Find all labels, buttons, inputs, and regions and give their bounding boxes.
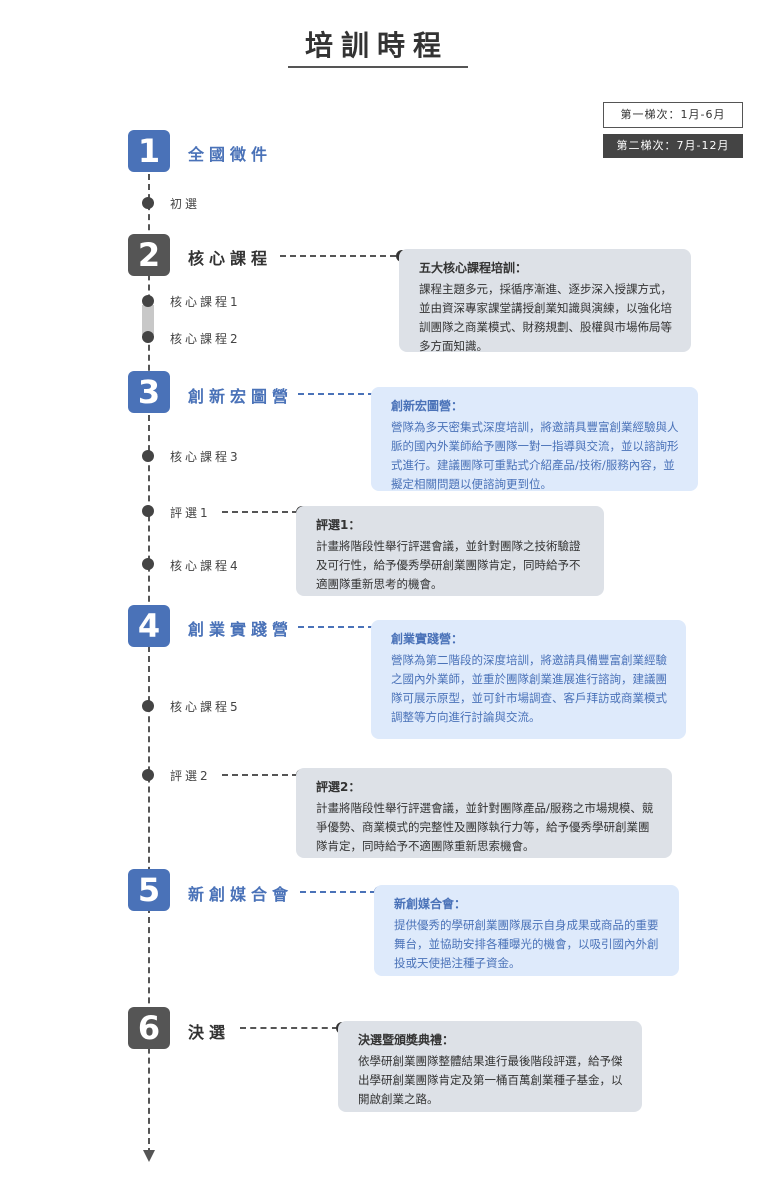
timeline-dot bbox=[142, 700, 154, 712]
timeline-line bbox=[148, 174, 150, 1154]
stage-2-title: 核心課程 bbox=[188, 249, 273, 268]
box-title: 創業實踐營： bbox=[391, 632, 464, 646]
substep-course-4: 核心課程4 bbox=[170, 559, 241, 573]
box-title: 評選2： bbox=[316, 780, 361, 794]
timeline-dot bbox=[142, 197, 154, 209]
box-title: 決選暨頒獎典禮： bbox=[358, 1033, 455, 1047]
timeline-highlight-segment bbox=[142, 305, 154, 335]
connector-line bbox=[300, 891, 376, 893]
substep-course-3: 核心課程3 bbox=[170, 450, 241, 464]
stage-5-title: 新創媒合會 bbox=[188, 885, 294, 904]
stage-4-title: 創業實踐營 bbox=[188, 620, 294, 639]
box-body: 提供優秀的學研創業團隊展示自身成果或商品的重要舞台，並協助安排各種曝光的機會，以… bbox=[394, 918, 659, 970]
stage-1-title: 全國徵件 bbox=[188, 145, 273, 164]
stage-1-number: 1 bbox=[128, 130, 170, 172]
box-title: 創新宏圖營： bbox=[391, 399, 464, 413]
stage-2-number: 2 bbox=[128, 234, 170, 276]
timeline-dot bbox=[142, 558, 154, 570]
second-batch-badge: 第二梯次：7月-12月 bbox=[603, 134, 743, 158]
first-batch-badge: 第一梯次：1月-6月 bbox=[603, 102, 743, 128]
substep-course-2: 核心課程2 bbox=[170, 332, 241, 346]
substep-course-1: 核心課程1 bbox=[170, 295, 241, 309]
stage-5-number: 5 bbox=[128, 869, 170, 911]
connector-line bbox=[298, 393, 374, 395]
substep-eval-1: 評選1 bbox=[170, 506, 211, 520]
final-box: 決選暨頒獎典禮： 依學研創業團隊整體結果進行最後階段評選，給予傑出學研創業團隊肯… bbox=[338, 1021, 642, 1112]
eval-1-box: 評選1： 計畫將階段性舉行評選會議，並針對團隊之技術驗證及可行性，給予優秀學研創… bbox=[296, 506, 604, 596]
box-title: 評選1： bbox=[316, 518, 361, 532]
connector-line bbox=[240, 1027, 338, 1029]
core-course-box: 五大核心課程培訓： 課程主題多元，採循序漸進、逐步深入授課方式，並由資深專家課堂… bbox=[399, 249, 691, 353]
timeline-dot bbox=[142, 295, 154, 307]
connector-line bbox=[222, 511, 298, 513]
stage-6-title: 決選 bbox=[188, 1023, 231, 1042]
page-title: 培訓時程 bbox=[304, 29, 449, 62]
stage-6-number: 6 bbox=[128, 1007, 170, 1049]
connector-line bbox=[222, 774, 298, 776]
innovation-camp-box: 創新宏圖營： 營隊為多天密集式深度培訓，將邀請具豐富創業經驗與人脈的國內外業師給… bbox=[371, 387, 698, 491]
timeline-dot bbox=[142, 769, 154, 781]
box-title: 新創媒合會： bbox=[394, 897, 467, 911]
box-body: 營隊為第二階段的深度培訓，將邀請具備豐富創業經驗之國內外業師，並重於團隊創業進展… bbox=[391, 653, 667, 724]
timeline-arrow-icon bbox=[143, 1150, 155, 1162]
box-title: 五大核心課程培訓： bbox=[419, 261, 528, 275]
timeline-dot bbox=[142, 505, 154, 517]
box-body: 課程主題多元，採循序漸進、逐步深入授課方式，並由資深專家課堂講授創業知識與演練，… bbox=[419, 282, 672, 353]
practice-camp-box: 創業實踐營： 營隊為第二階段的深度培訓，將邀請具備豐富創業經驗之國內外業師，並重… bbox=[371, 620, 686, 739]
eval-2-box: 評選2： 計畫將階段性舉行評選會議，並針對團隊產品/服務之市場規模、競爭優勢、商… bbox=[296, 768, 672, 858]
box-body: 依學研創業團隊整體結果進行最後階段評選，給予傑出學研創業團隊肯定及第一桶百萬創業… bbox=[358, 1054, 623, 1106]
timeline-dot bbox=[142, 450, 154, 462]
connector-line bbox=[298, 626, 374, 628]
matching-box: 新創媒合會： 提供優秀的學研創業團隊展示自身成果或商品的重要舞台，並協助安排各種… bbox=[374, 885, 679, 976]
substep-prelim: 初選 bbox=[170, 197, 201, 211]
stage-3-number: 3 bbox=[128, 371, 170, 413]
box-body: 計畫將階段性舉行評選會議，並針對團隊之技術驗證及可行性，給予優秀學研創業團隊肯定… bbox=[316, 539, 581, 591]
connector-line bbox=[280, 255, 396, 257]
box-body: 計畫將階段性舉行評選會議，並針對團隊產品/服務之市場規模、競爭優勢、商業模式的完… bbox=[316, 801, 654, 853]
box-body: 營隊為多天密集式深度培訓，將邀請具豐富創業經驗與人脈的國內外業師給予團隊一對一指… bbox=[391, 420, 679, 491]
timeline-dot bbox=[142, 331, 154, 343]
stage-3-title: 創新宏圖營 bbox=[188, 387, 294, 406]
stage-4-number: 4 bbox=[128, 605, 170, 647]
title-underline bbox=[288, 66, 468, 68]
substep-course-5: 核心課程5 bbox=[170, 700, 241, 714]
substep-eval-2: 評選2 bbox=[170, 769, 211, 783]
